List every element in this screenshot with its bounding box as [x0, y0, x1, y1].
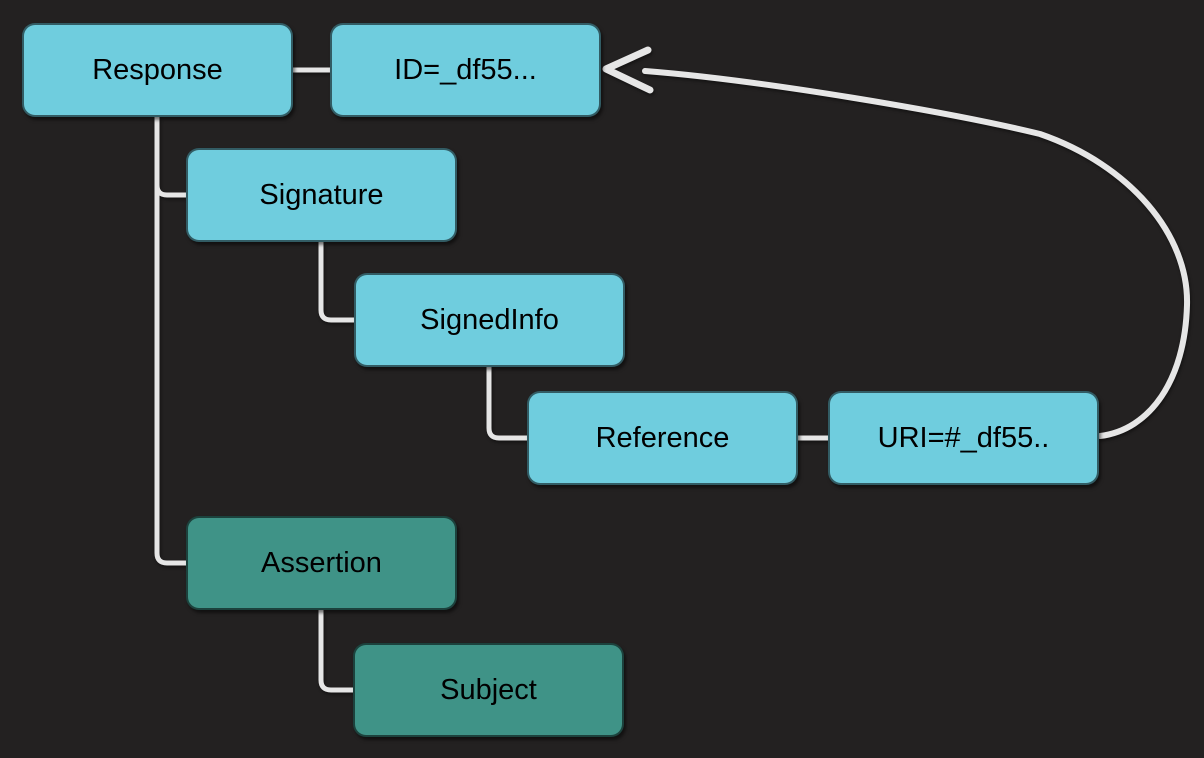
node-label-signed-info: SignedInfo: [420, 303, 559, 336]
node-response[interactable]: Response: [22, 23, 293, 117]
node-reference[interactable]: Reference: [527, 391, 798, 485]
node-subject[interactable]: Subject: [353, 643, 624, 737]
node-label-uri-attribute: URI=#_df55..: [877, 421, 1050, 454]
node-label-reference: Reference: [595, 421, 730, 454]
node-label-response: Response: [92, 53, 223, 86]
node-signature[interactable]: Signature: [186, 148, 457, 242]
node-uri-attribute[interactable]: URI=#_df55..: [828, 391, 1099, 485]
edge-signature-to-signedinfo: [318, 242, 354, 323]
node-id-attribute[interactable]: ID=_df55...: [330, 23, 601, 117]
edge-signedinfo-to-reference: [486, 367, 527, 441]
node-label-assertion: Assertion: [261, 546, 382, 579]
node-label-id-attribute: ID=_df55...: [394, 53, 537, 86]
edge-response-to-assertion: [154, 117, 186, 566]
node-signed-info[interactable]: SignedInfo: [354, 273, 625, 367]
node-assertion[interactable]: Assertion: [186, 516, 457, 610]
edge-uri-points-to-id: [642, 68, 1191, 439]
arrowhead-icon: [602, 46, 654, 94]
edge-response-to-signature: [154, 117, 186, 198]
node-label-subject: Subject: [440, 673, 537, 706]
node-label-signature: Signature: [259, 178, 384, 211]
edge-assertion-to-subject: [318, 610, 353, 693]
